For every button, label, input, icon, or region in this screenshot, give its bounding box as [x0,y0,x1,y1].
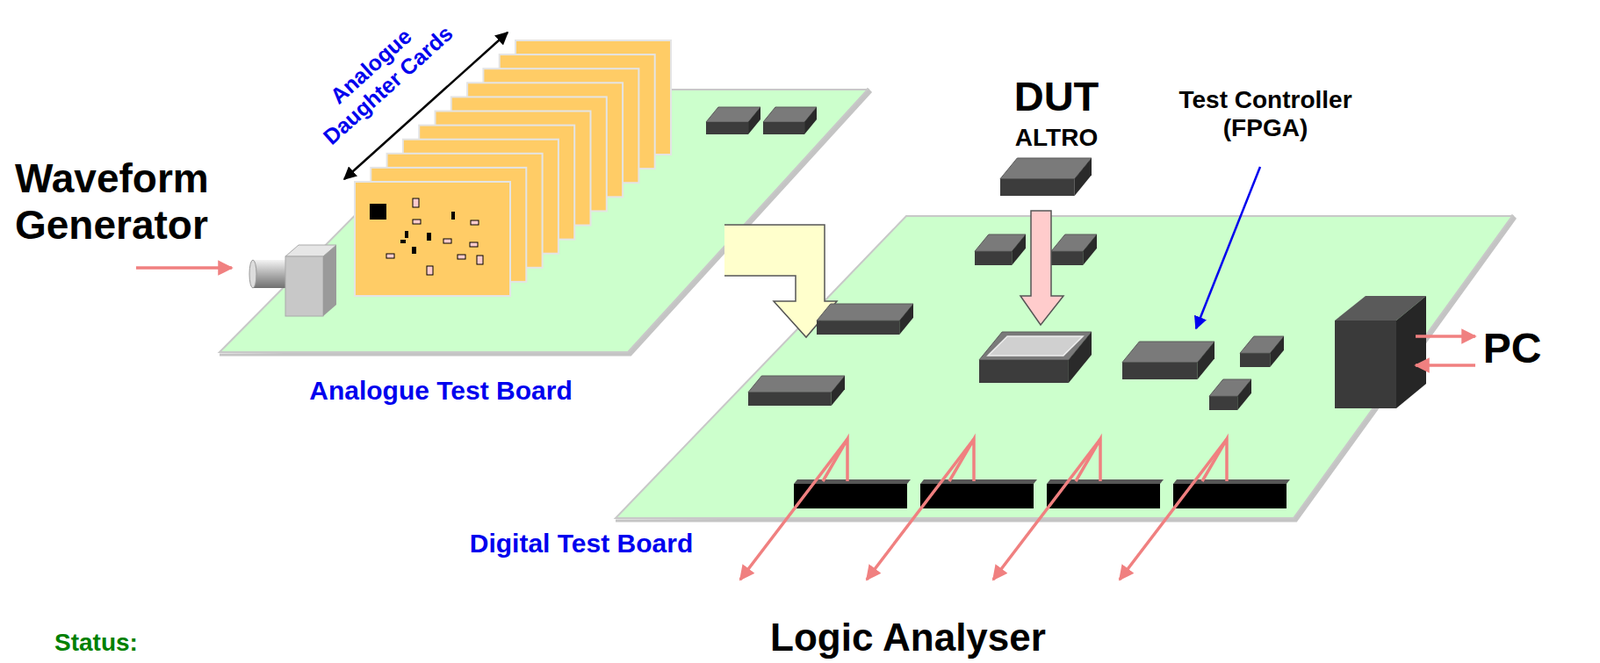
chip-front [816,320,900,335]
board-chip [1239,336,1284,368]
board-chip [763,107,817,135]
status-label: Status: [54,628,138,657]
chip-front [974,251,1012,266]
board-chip [748,375,845,406]
probe-arrow [866,439,974,580]
chip-side [804,107,817,135]
part-label: DUT [1014,72,1100,121]
chip-side [1197,341,1215,380]
component [411,246,417,254]
connector-front [1334,320,1397,409]
chip-front [979,360,1069,383]
chip-front [1000,179,1075,196]
chip-front [1122,362,1198,380]
analogue-board-edge [219,89,871,355]
component [404,230,409,238]
component [457,254,466,260]
pc-arrow [1415,363,1476,368]
part-label: Test Controller (FPGA) [1155,86,1376,143]
header-top [1173,479,1291,484]
digital-board [615,216,1513,519]
pc-arrow [1415,334,1476,339]
analyser-header [1119,439,1291,580]
bnc-side [323,245,337,317]
probe-arrow [1119,439,1227,580]
analyser-header [740,439,911,580]
board-chip [816,303,914,335]
chip-front [1051,251,1083,266]
component [400,239,406,244]
chip-side [1082,234,1097,266]
socket-lid [987,336,1083,356]
board-chip [1209,379,1252,411]
component [386,253,395,259]
component [469,242,478,247]
chip-front [706,122,749,135]
bnc-body [285,256,324,317]
chip-front [1239,353,1270,368]
chip-front [763,122,805,135]
part-label: ALTRO [1015,123,1098,152]
probe-arrow [993,439,1101,580]
header-top [920,479,1038,484]
component [451,211,455,220]
analyser-header [993,439,1164,580]
chip-side [1269,336,1284,368]
callout-arrow [1196,166,1261,329]
analogue-board [219,89,868,353]
bnc-end [249,259,257,289]
chip-top [816,303,914,321]
card-components [369,198,483,275]
component [443,238,452,244]
board-label: Digital Test Board [469,528,693,560]
chip-side [1011,234,1026,266]
analyser-header [866,439,1038,580]
board-chip [974,234,1026,266]
component [412,219,421,224]
altro-socket [979,331,1092,383]
chip-side [899,303,914,335]
instrument-label: Logic Analyser [770,615,1046,661]
dut-chip [1000,158,1092,196]
component [470,220,479,225]
board-chip [1051,234,1097,266]
chip-front [1209,396,1238,411]
chip-side [748,107,761,135]
connector-side [1396,295,1427,409]
chip-side [1074,158,1092,196]
component [476,255,483,265]
component [426,232,432,241]
header-top [793,479,911,484]
board-label: Analogue Test Board [309,375,572,407]
chip-front [748,392,832,406]
chip-side [831,375,845,406]
header-top [1046,479,1164,484]
instrument-label: Waveform Generator [14,155,253,249]
chip-side [1237,379,1252,411]
signal-arrow [136,266,232,270]
section-label: Analogue Daughter Cards [296,0,462,153]
daughter-card [354,181,511,296]
fpga-chip [1122,341,1215,380]
probe-arrow [740,439,848,580]
instrument-label: PC [1483,324,1543,373]
digital-board-edge [615,216,1515,521]
component [426,266,433,275]
insert-arrow [1020,210,1064,325]
board-chip [706,107,761,135]
bnc-cylinder [252,259,289,289]
chip-top [748,375,845,393]
component [369,203,387,220]
component [412,198,419,208]
pc-connector [1334,295,1427,409]
